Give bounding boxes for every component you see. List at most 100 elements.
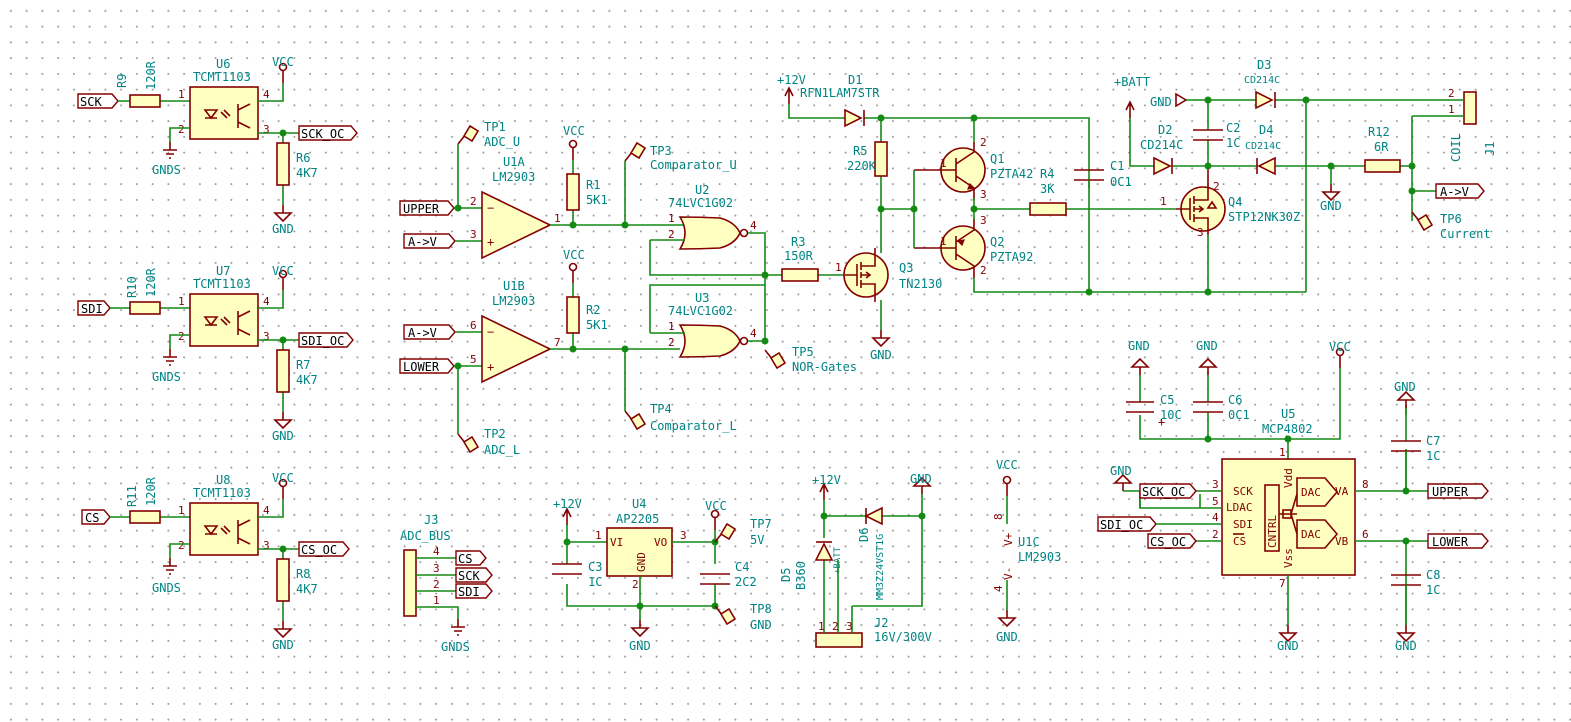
comparator-u1b[interactable] [481,314,552,384]
flag-sck[interactable] [77,93,119,109]
svg-text:TCMT1103: TCMT1103 [193,70,251,84]
svg-text:1: 1 [940,157,947,170]
flag-sdi[interactable] [77,300,111,316]
flag-av-in-2[interactable] [403,324,456,340]
diode-d3[interactable] [1255,90,1274,110]
svg-text:2: 2 [1448,87,1455,100]
nor-gate-u3[interactable] [678,324,741,358]
svg-text:74LVC1G02: 74LVC1G02 [668,304,733,318]
flag-upper-out[interactable] [1427,483,1489,499]
resistor-r10[interactable] [129,301,161,315]
svg-text:VCC: VCC [563,248,585,262]
flag-cs[interactable] [81,509,111,525]
svg-text:TN2130: TN2130 [899,277,942,291]
resistor-r8[interactable] [276,558,290,602]
flag-sck-oc-dac[interactable] [1139,483,1197,499]
svg-text:U8: U8 [216,473,230,487]
u7-block: SDI R10 120R 1 2 4 3 U7 TCMT1103 VCC GND… [77,264,354,443]
flag-sck-j3[interactable] [455,567,493,583]
resistor-r2[interactable] [566,296,580,334]
svg-text:C8: C8 [1426,568,1440,582]
svg-text:SCK_OC: SCK_OC [301,127,344,141]
connector-j3[interactable] [403,549,417,617]
resistor-r3[interactable] [781,268,819,282]
diode-d5[interactable] [814,542,834,561]
svg-text:COIL: COIL [1449,133,1463,162]
comparator-u1a[interactable] [481,190,552,260]
svg-text:SCK: SCK [458,569,480,583]
resistor-r7[interactable] [276,349,290,393]
resistor-r4[interactable] [1029,202,1067,216]
diode-d4[interactable] [1257,156,1276,176]
svg-text:UPPER: UPPER [403,202,440,216]
flag-cs-oc-dac[interactable] [1147,533,1197,549]
svg-text:U4: U4 [632,497,646,511]
svg-text:TP2: TP2 [484,427,506,441]
svg-text:GND: GND [1150,95,1172,109]
svg-text:5V: 5V [750,533,764,547]
optocoupler-u7[interactable] [189,293,259,347]
coil-output: +BATT D2 CD214C D4 CD214C GND D3 CD214C … [1114,58,1497,292]
regulator-u4[interactable] [606,527,673,577]
svg-text:SDI: SDI [81,302,103,316]
svg-text:AP2205: AP2205 [616,512,659,526]
svg-text:J3: J3 [424,513,438,527]
svg-text:+: + [1158,415,1165,429]
flag-av-out[interactable] [1435,183,1485,199]
svg-text:ADC_BUS: ADC_BUS [400,529,451,543]
flag-cs-j3[interactable] [455,550,487,566]
optocoupler-u6[interactable] [189,86,259,140]
svg-text:LOWER: LOWER [1432,535,1469,549]
flag-sdi-oc-dac[interactable] [1097,516,1157,532]
svg-text:GND: GND [1395,639,1417,653]
resistor-r9[interactable] [129,94,161,108]
resistor-r12[interactable] [1364,159,1401,173]
svg-text:Q1: Q1 [990,152,1004,166]
regulator-section: +12V U4 AP2205 1 3 2 VI VO GND C3 1C VCC… [552,497,772,653]
svg-text:1: 1 [1279,446,1286,459]
u8-block: CS R11 120R 1 2 4 3 U8 TCMT1103 VCC GNDS… [81,471,350,652]
svg-text:4: 4 [263,504,270,517]
svg-text:4K7: 4K7 [296,373,318,387]
resistor-r1[interactable] [566,173,580,211]
svg-text:5K1: 5K1 [586,193,608,207]
flag-av-in-1[interactable] [403,233,456,249]
svg-text:U1A: U1A [503,155,525,169]
svg-text:Vss: Vss [1282,548,1295,568]
svg-text:120R: 120R [144,60,158,90]
connector-j2[interactable] [815,632,863,648]
svg-text:CS_OC: CS_OC [301,543,337,557]
svg-text:R2: R2 [586,303,600,317]
svg-text:GND: GND [910,472,932,486]
svg-text:GND: GND [635,552,648,572]
svg-text:1: 1 [668,212,675,225]
diode-d2[interactable] [1153,156,1172,176]
flag-lower-in[interactable] [399,358,455,374]
svg-text:GND: GND [272,638,294,652]
flag-cs-oc[interactable] [298,541,350,557]
resistor-r6[interactable] [276,142,290,186]
flag-upper-in[interactable] [399,200,455,216]
svg-text:1C: 1C [1426,583,1440,597]
svg-text:C6: C6 [1228,393,1242,407]
svg-text:CD214C: CD214C [1244,75,1280,86]
svg-text:2: 2 [433,578,440,591]
svg-text:2: 2 [632,578,639,591]
diode-d1[interactable] [844,108,863,128]
flag-sck-oc[interactable] [298,125,358,141]
optocoupler-u8[interactable] [189,502,259,556]
nor-gate-u2[interactable] [678,216,741,250]
flag-sdi-oc[interactable] [298,332,354,348]
resistor-r5[interactable] [874,141,888,177]
dac-u5[interactable] [1221,458,1356,576]
svg-text:16V/300V: 16V/300V [874,630,932,644]
diode-d6[interactable] [864,506,883,526]
svg-text:5: 5 [1212,495,1219,508]
connector-j1[interactable] [1463,91,1477,125]
svg-text:D3: D3 [1257,58,1271,72]
svg-text:U3: U3 [695,291,709,305]
flag-lower-out[interactable] [1427,533,1489,549]
resistor-r11[interactable] [129,510,161,524]
flag-sdi-j3[interactable] [455,583,493,599]
